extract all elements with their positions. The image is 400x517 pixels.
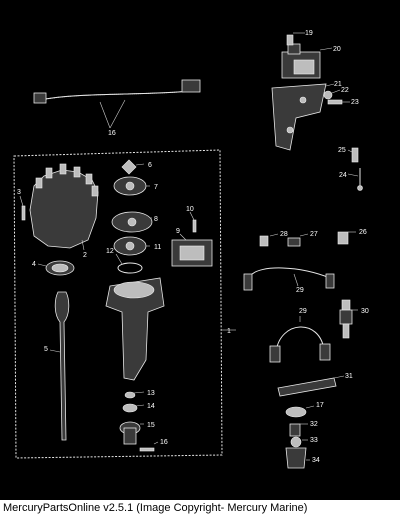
callout-8[interactable]: 8 [154, 216, 158, 223]
part-gear-15[interactable] [119, 421, 144, 445]
part-clip-24[interactable] [347, 168, 363, 191]
callout-21[interactable]: 21 [334, 81, 342, 88]
part-washer-22[interactable] [323, 89, 341, 100]
part-coil-20[interactable] [281, 43, 333, 79]
part-ring-12[interactable] [115, 253, 143, 274]
part-screw-3[interactable] [19, 195, 26, 221]
parts-diagram: 1 2 3 4 5 6 7 8 9 10 11 12 13 14 15 16 1… [0, 0, 400, 500]
callout-14[interactable]: 14 [147, 403, 155, 410]
part-boot-26[interactable] [337, 231, 356, 245]
part-clip-27[interactable] [287, 233, 309, 247]
callout-31[interactable]: 31 [345, 373, 353, 380]
callout-4[interactable]: 4 [32, 261, 36, 268]
callout-3[interactable]: 3 [17, 189, 21, 196]
part-spark-plug-30[interactable] [339, 299, 358, 339]
callout-29-upper[interactable]: 29 [296, 287, 304, 294]
part-terminal-28[interactable] [259, 233, 279, 247]
callout-1[interactable]: 1 [227, 328, 231, 335]
part-screw-10[interactable] [189, 211, 197, 233]
callout-34[interactable]: 34 [312, 457, 320, 464]
part-nut-33[interactable] [290, 436, 308, 448]
callout-29-lower[interactable]: 29 [299, 308, 307, 315]
part-bracket-21[interactable] [271, 83, 335, 151]
exploded-view: 1 2 3 4 5 6 7 8 9 10 11 12 13 14 15 16 1… [13, 30, 369, 469]
callout-labels: 1 2 3 4 5 6 7 8 9 10 11 12 13 14 15 16 1… [17, 30, 369, 464]
part-bolt-19[interactable] [286, 32, 305, 46]
distributor-group-frame [13, 149, 223, 459]
part-sleeve-31[interactable] [277, 375, 345, 397]
part-washer-17[interactable] [285, 405, 315, 418]
callout-17[interactable]: 17 [316, 402, 324, 409]
callout-26[interactable]: 26 [359, 229, 367, 236]
part-pin-16[interactable] [139, 441, 159, 452]
callout-32[interactable]: 32 [310, 421, 318, 428]
callout-22[interactable]: 22 [341, 87, 349, 94]
part-housing-1[interactable] [105, 277, 165, 381]
part-bolt-32[interactable] [289, 423, 308, 437]
callout-30[interactable]: 30 [361, 308, 369, 315]
part-wire-29-upper[interactable] [243, 267, 335, 291]
callout-24[interactable]: 24 [339, 172, 347, 179]
callout-10[interactable]: 10 [186, 206, 194, 213]
part-harness-16[interactable] [33, 79, 201, 129]
part-washer-13[interactable] [124, 391, 145, 399]
part-rotor-6[interactable] [121, 159, 145, 175]
part-distributor-cap-2[interactable] [29, 163, 99, 251]
part-screw-23[interactable] [327, 99, 350, 105]
part-cap-34[interactable] [285, 447, 310, 469]
callout-16-harness[interactable]: 16 [108, 130, 116, 137]
part-pole-11[interactable] [113, 236, 150, 256]
callout-12[interactable]: 12 [106, 248, 114, 255]
part-wire-29-lower[interactable] [269, 316, 331, 363]
callout-19[interactable]: 19 [305, 30, 313, 37]
part-clip-25[interactable] [347, 147, 359, 163]
copyright-footer: MercuryPartsOnline v2.5.1 (Image Copyrig… [0, 500, 400, 517]
callout-28[interactable]: 28 [280, 231, 288, 238]
callout-15[interactable]: 15 [147, 422, 155, 429]
part-clamp-4[interactable] [37, 260, 75, 276]
callout-20[interactable]: 20 [333, 46, 341, 53]
callout-6[interactable]: 6 [148, 162, 152, 169]
callout-11[interactable]: 11 [154, 244, 161, 251]
callout-13[interactable]: 13 [147, 390, 155, 397]
callout-23[interactable]: 23 [351, 99, 359, 106]
part-pickup-7[interactable] [113, 176, 150, 196]
callout-7[interactable]: 7 [154, 184, 158, 191]
part-plate-8[interactable] [111, 211, 153, 233]
part-washer-14[interactable] [122, 403, 145, 413]
callout-27[interactable]: 27 [310, 231, 318, 238]
callout-25[interactable]: 25 [338, 147, 346, 154]
callout-5[interactable]: 5 [44, 346, 48, 353]
callout-9[interactable]: 9 [176, 228, 180, 235]
part-module-9[interactable] [171, 233, 213, 267]
callout-33[interactable]: 33 [310, 437, 318, 444]
callout-2[interactable]: 2 [83, 252, 87, 259]
part-shaft-5[interactable] [49, 291, 70, 441]
callout-16[interactable]: 16 [160, 439, 168, 446]
